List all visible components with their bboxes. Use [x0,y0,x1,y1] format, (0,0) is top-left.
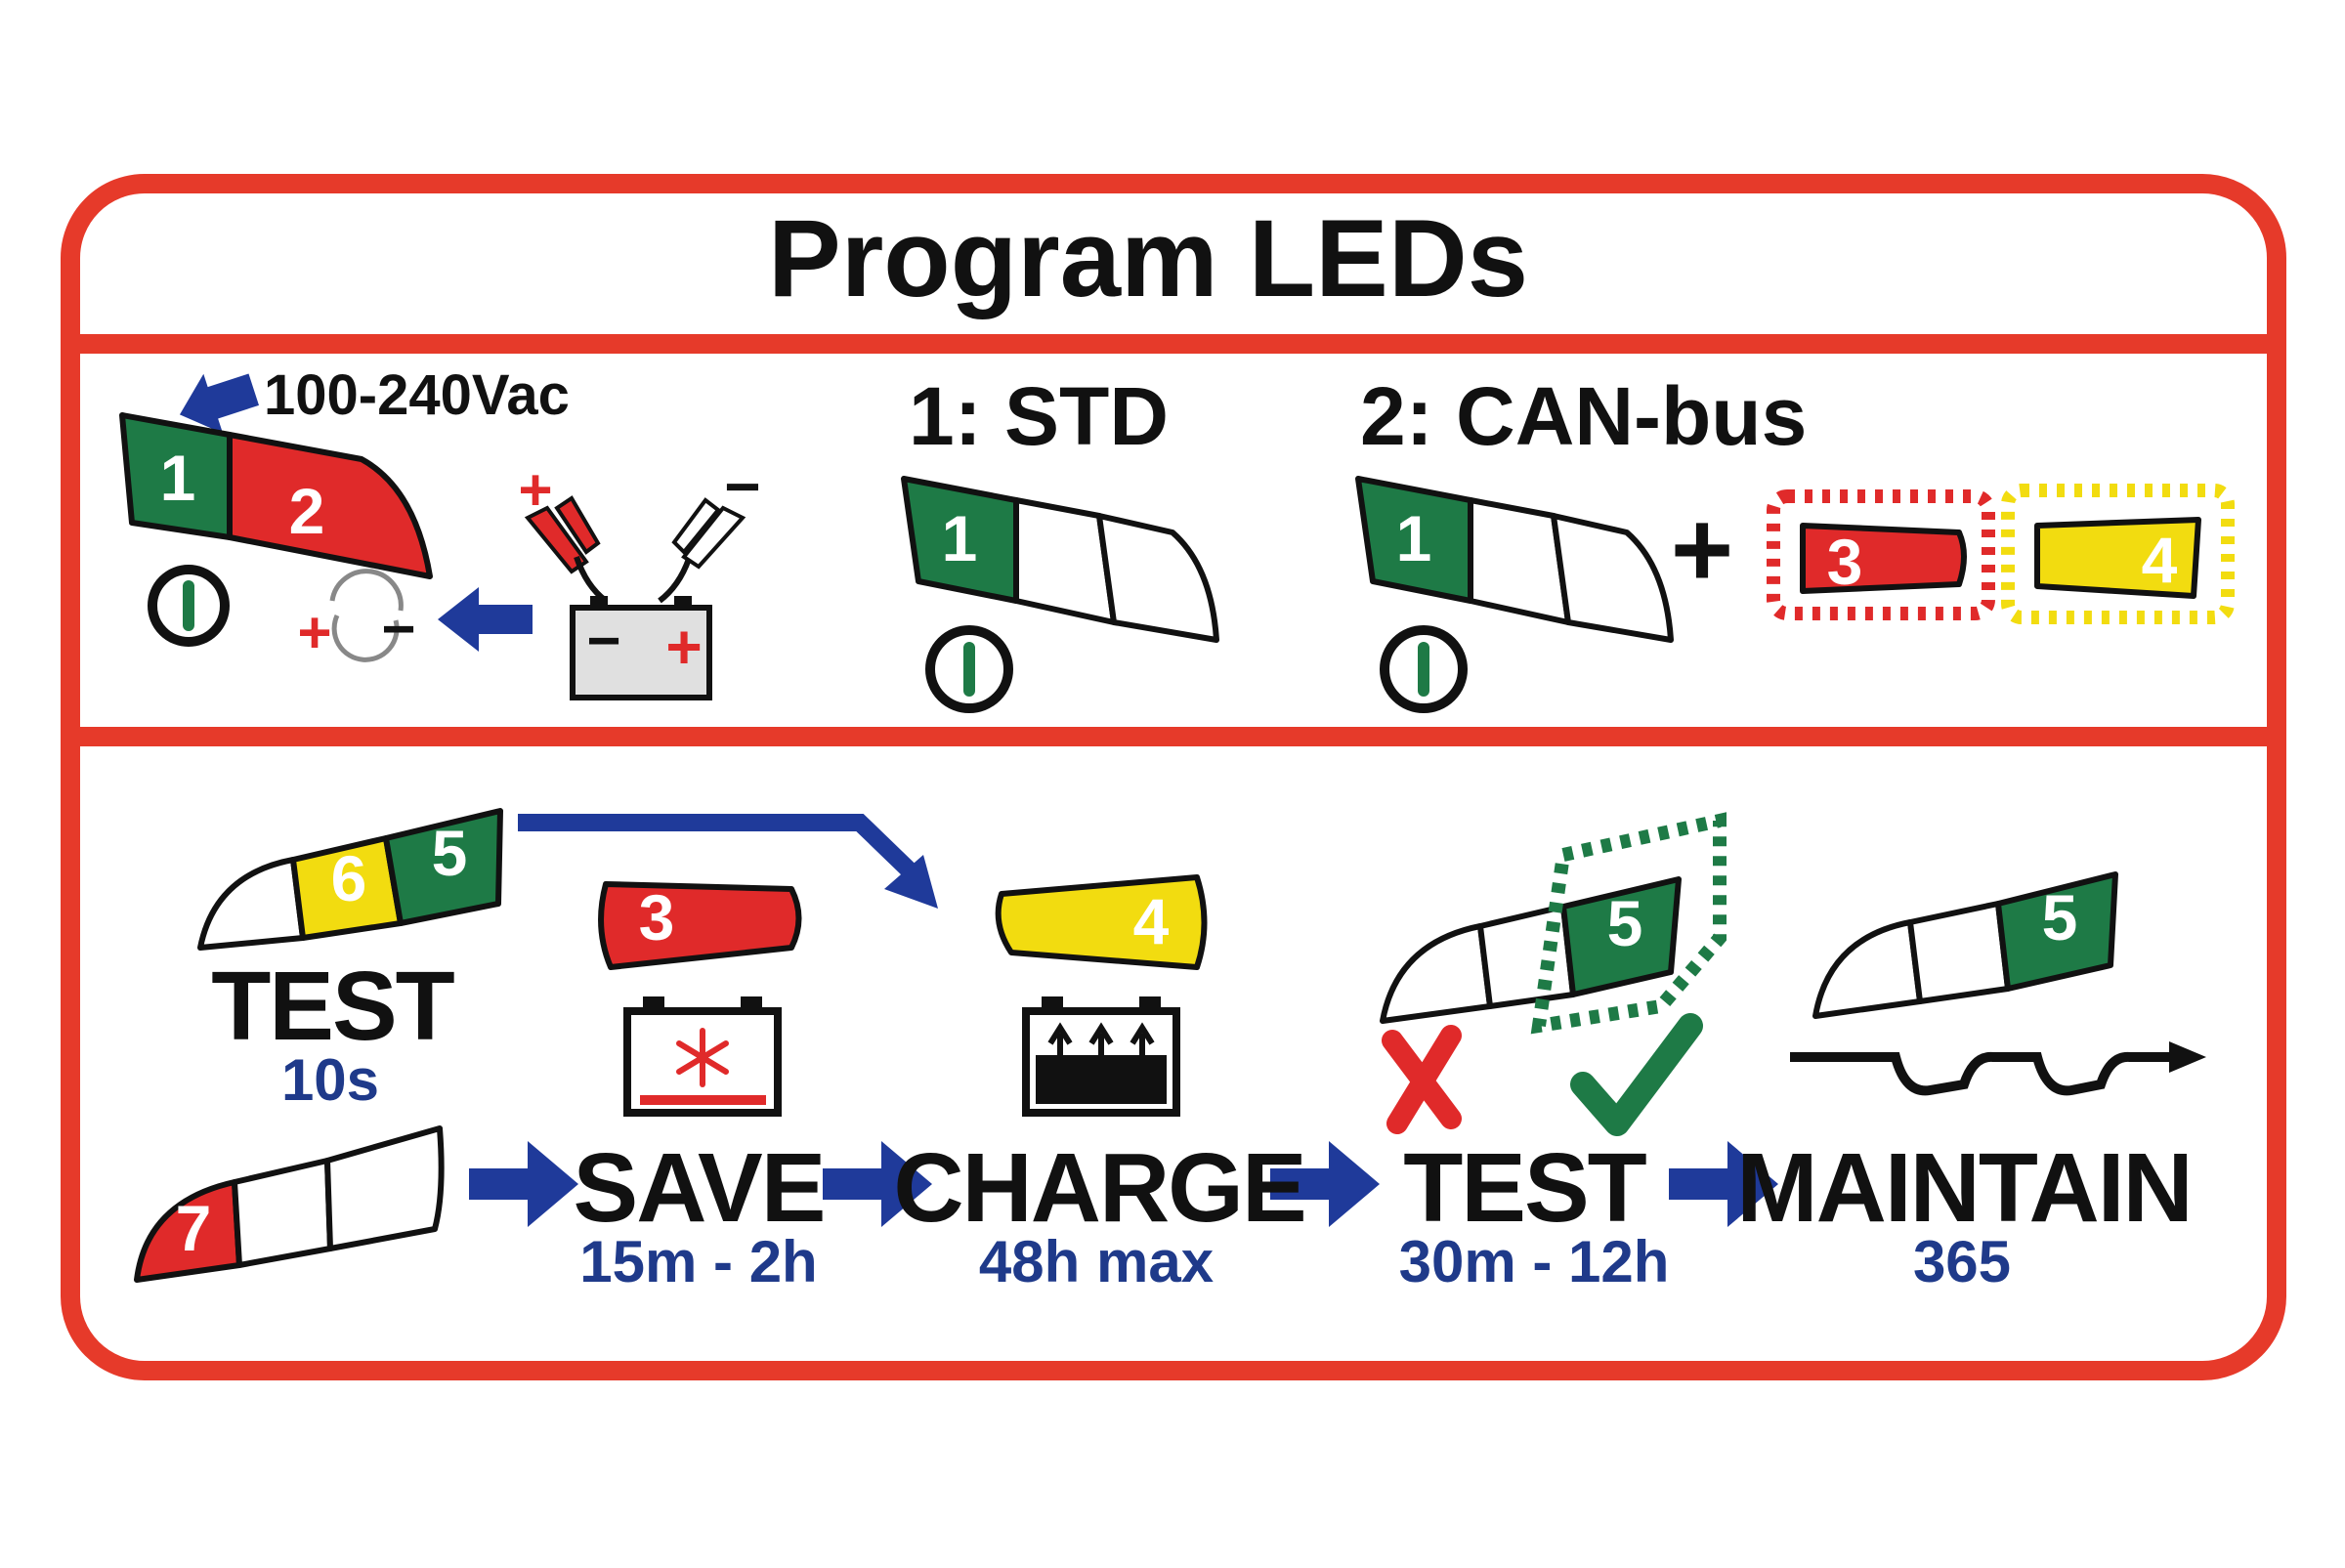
battery-minus: − [586,608,620,673]
save-led-3-red [598,881,802,970]
led-2-red [227,432,433,579]
voltage-label: 100-240Vac [264,363,570,427]
step-test-end-duration: 30m - 12h [1399,1229,1670,1294]
maintain-led-5-number: 5 [2042,881,2078,954]
page-title: Program LEDs [768,197,1528,319]
step-maintain-label: MAINTAIN [1736,1133,2191,1243]
test-led-5-number: 5 [432,817,468,889]
step-test-end-label: TEST [1403,1133,1646,1243]
std-power-icon [925,625,1013,713]
led-3-red [1800,523,1967,594]
polarity-arrow-icon [438,587,533,652]
save-led-3-number: 3 [639,881,675,954]
can-led-1-number: 1 [1396,502,1432,574]
led-bar-power: 1 2 [119,412,433,579]
power-icon [148,565,230,647]
start-led-7-number: 7 [176,1192,212,1264]
maintain-led-empty-2 [1907,901,2011,1004]
step-charge-duration: 48h max [979,1229,1214,1294]
start-led-empty-1 [232,1158,333,1268]
flow-arrow-2-icon [823,1141,932,1227]
snowflake-battery-icon [623,996,782,1117]
test2-led-empty-2 [1477,904,1576,1009]
led-bar-std: 1 [901,476,1219,643]
can-power-icon [1380,625,1468,713]
battery-plus: + [665,612,702,682]
charge-led-4-yellow [995,874,1208,970]
maintain-led-5-green [1995,871,2118,992]
std-led-1-number: 1 [942,502,978,574]
led-4-yellow [2034,517,2201,599]
step-save-label: SAVE [574,1133,825,1243]
skip-arrow-head [884,855,938,909]
fail-cross-icon [1382,1025,1462,1134]
plus-sign: + [1671,489,1733,610]
step-charge-label: CHARGE [893,1133,1304,1243]
flow-arrow-1-icon [469,1141,578,1227]
can-led-3-empty [1551,513,1674,643]
reverse-minus: − [381,596,415,661]
led-4-number: 4 [2142,524,2178,596]
step-test-start-label: TEST [211,952,454,1061]
charging-battery-icon [1022,996,1180,1117]
blinking-led-3: 3 [1767,489,1995,620]
mode-1-label: 1: STD [909,370,1169,462]
mains-arrow-icon [179,373,259,434]
step-save-duration: 15m - 2h [579,1229,817,1294]
led-3-number: 3 [1827,526,1863,598]
flow-arrow-3-icon [1270,1141,1380,1227]
flow-arrow-4-icon [1669,1141,1778,1227]
led-1-number: 1 [160,442,196,514]
skip-to-charge-arrow-icon [518,814,925,886]
reverse-polarity-icon: + − [297,569,416,665]
std-led-3-empty [1096,513,1219,643]
led-bar-test-end: 5 [1380,812,1727,1035]
test-led-5-green [383,808,503,926]
reverse-plus: + [297,600,331,665]
blinking-led-4: 4 [2001,484,2235,624]
test2-led-5-number: 5 [1607,887,1643,959]
start-led-empty-2 [324,1125,445,1251]
test2-highlight-ring [1530,812,1727,1035]
step-test-start-duration: 10s [281,1047,379,1113]
charge-led-4-number: 4 [1133,885,1170,957]
led-bar-maintain: 5 [1812,871,2118,1019]
led-bar-test-start: 6 5 [197,808,503,951]
step-maintain-duration: 365 [1913,1229,2011,1294]
maintenance-wave-icon [1790,1041,2206,1096]
led-bar-start: 7 [134,1125,445,1283]
battery-clamps-icon: + − − + [518,451,761,700]
led-2-number: 2 [289,475,325,547]
test2-led-5-green [1560,876,1682,997]
test-led-6-number: 6 [331,842,367,914]
outer-frame [61,174,2286,1380]
led-bar-canbus: 1 [1355,476,1674,643]
pass-check-icon [1570,1013,1703,1136]
mode-2-label: 2: CAN-bus [1360,370,1807,462]
